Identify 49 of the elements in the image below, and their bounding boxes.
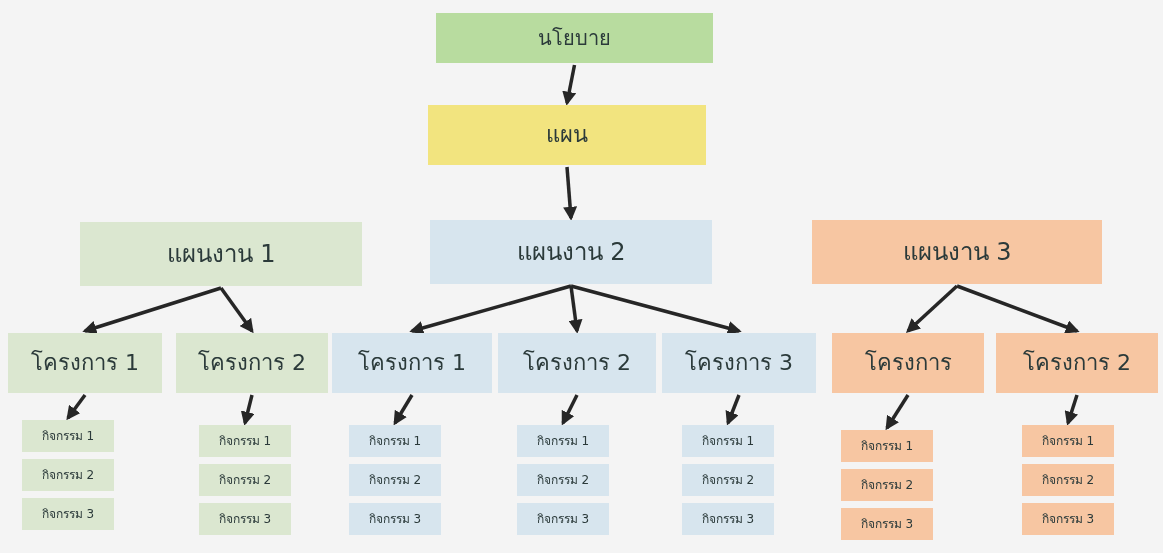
- activity-box: กิจกรรม 3: [1022, 503, 1114, 535]
- arrow: [219, 286, 254, 334]
- activity-box: กิจกรรม 3: [517, 503, 609, 535]
- activity-box: กิจกรรม 2: [22, 459, 114, 491]
- arrow: [409, 284, 572, 335]
- activity-box: กิจกรรม 1: [682, 425, 774, 457]
- project-box: โครงการ 1: [332, 333, 492, 393]
- activity-box: กิจกรรม 3: [841, 508, 933, 540]
- activity-box: กิจกรรม 3: [349, 503, 441, 535]
- arrow: [568, 285, 583, 334]
- arrow: [82, 286, 222, 335]
- policy-box: นโยบาย: [436, 13, 713, 63]
- arrow: [393, 394, 414, 426]
- activity-box: กิจกรรม 2: [349, 464, 441, 496]
- arrow: [562, 64, 577, 106]
- plan-box: แผน: [428, 105, 706, 165]
- activity-box: กิจกรรม 1: [199, 425, 291, 457]
- arrow: [66, 393, 87, 421]
- arrow: [956, 284, 1080, 334]
- project-box: โครงการ 3: [662, 333, 816, 393]
- project-box: โครงการ: [832, 333, 984, 393]
- program-box: แผนงาน 2: [430, 220, 712, 284]
- arrow: [240, 394, 255, 426]
- activity-box: กิจกรรม 1: [517, 425, 609, 457]
- activity-box: กิจกรรม 3: [682, 503, 774, 535]
- program-box: แผนงาน 3: [812, 220, 1102, 284]
- arrow: [905, 284, 959, 333]
- project-box: โครงการ 2: [498, 333, 656, 393]
- activity-box: กิจกรรม 2: [517, 464, 609, 496]
- activity-box: กิจกรรม 2: [682, 464, 774, 496]
- activity-box: กิจกรรม 2: [199, 464, 291, 496]
- project-box: โครงการ 2: [996, 333, 1158, 393]
- project-box: โครงการ 1: [8, 333, 162, 393]
- activity-box: กิจกรรม 2: [841, 469, 933, 501]
- activity-box: กิจกรรม 3: [22, 498, 114, 530]
- arrow: [885, 394, 910, 431]
- project-box: โครงการ 2: [176, 333, 328, 393]
- activity-box: กิจกรรม 1: [22, 420, 114, 452]
- activity-box: กิจกรรม 1: [841, 430, 933, 462]
- activity-box: กิจกรรม 3: [199, 503, 291, 535]
- activity-box: กิจกรรม 1: [349, 425, 441, 457]
- arrow: [570, 284, 742, 335]
- program-box: แผนงาน 1: [80, 222, 362, 286]
- activity-box: กิจกรรม 2: [1022, 464, 1114, 496]
- arrow: [725, 394, 741, 426]
- arrow: [561, 394, 579, 426]
- arrow: [563, 166, 578, 221]
- activity-box: กิจกรรม 1: [1022, 425, 1114, 457]
- arrow: [1064, 394, 1079, 426]
